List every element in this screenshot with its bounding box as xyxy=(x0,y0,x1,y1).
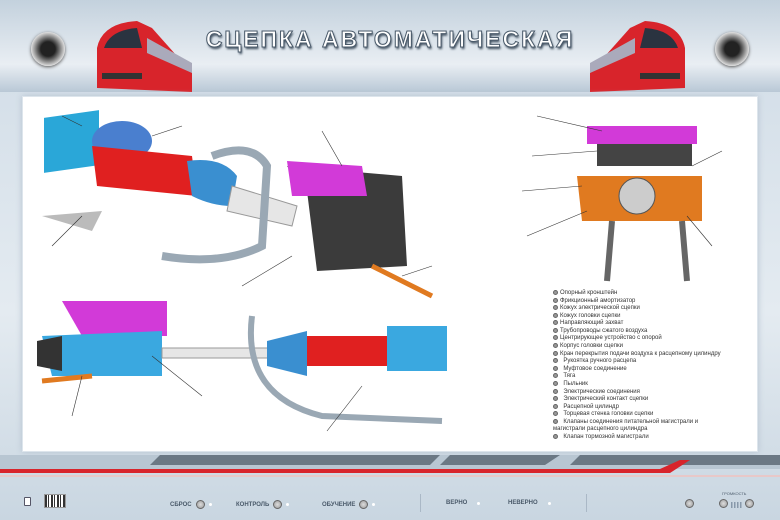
marker-icon xyxy=(553,297,558,303)
indicator-dot xyxy=(547,501,551,505)
volume-level-icon xyxy=(731,502,743,508)
indicator-dot xyxy=(372,503,376,506)
indicator-dot xyxy=(477,501,481,505)
marker-icon xyxy=(553,433,558,439)
divider xyxy=(586,494,587,512)
indicator-dot xyxy=(208,503,212,506)
marker-icon xyxy=(553,418,558,424)
marker-icon xyxy=(553,365,558,371)
speaker-icon-left[interactable] xyxy=(31,32,65,66)
speaker-icon-right[interactable] xyxy=(715,32,749,66)
parts-legend: Опорный кронштейн Фрикционный амортизато… xyxy=(553,290,753,441)
marker-icon xyxy=(553,327,558,333)
volume-up-button[interactable] xyxy=(745,499,754,508)
marker-icon xyxy=(553,350,558,356)
marker-icon xyxy=(553,388,558,394)
volume-down-button[interactable] xyxy=(719,499,728,508)
correct-indicator: ВЕРНО xyxy=(446,500,481,506)
marker-icon xyxy=(553,396,558,402)
power-button[interactable] xyxy=(685,499,694,508)
marker-icon xyxy=(553,290,558,295)
legend-item[interactable]: Клапаны соединения питательной магистрал… xyxy=(553,418,753,427)
coupler-illustrations xyxy=(37,110,723,432)
divider xyxy=(420,494,421,512)
legend-item[interactable]: Пыльник xyxy=(553,380,753,389)
legend-item[interactable]: Опорный кронштейн xyxy=(553,290,753,298)
volume-label: ГРОМКОСТЬ xyxy=(722,491,747,496)
legend-item[interactable]: Корпус головки сцепки xyxy=(553,343,753,351)
legend-item[interactable]: Трубопроводы сжатого воздуха xyxy=(553,327,753,336)
legend-item[interactable]: Муфтовое соединение xyxy=(553,365,753,374)
marker-icon xyxy=(553,305,558,311)
coupler-side-view xyxy=(37,301,447,424)
marker-icon xyxy=(553,343,558,349)
marker-icon xyxy=(553,411,558,417)
training-knob-icon xyxy=(359,500,369,509)
coupler-top-view xyxy=(42,110,434,299)
marker-icon xyxy=(553,373,558,379)
reset-button[interactable]: СБРОС xyxy=(170,500,212,509)
legend-item[interactable]: Клапан тормозной магистрали xyxy=(553,433,753,442)
reset-knob-icon xyxy=(195,500,205,509)
legend-item[interactable]: Расцепной цилиндр xyxy=(553,403,753,412)
barcode-icon xyxy=(44,494,66,508)
marker-icon xyxy=(553,403,558,409)
marker-icon xyxy=(553,335,558,341)
legend-item[interactable]: Тяга xyxy=(553,373,753,381)
legend-item-continued: магистрали расцепного цилиндра xyxy=(553,426,648,433)
incorrect-indicator: НЕВЕРНО xyxy=(508,500,551,506)
marker-icon xyxy=(553,312,558,318)
legend-item[interactable]: Кран перекрытия подачи воздуха к расцепн… xyxy=(553,350,753,359)
legend-item[interactable]: Центрирующее устройство с опорой xyxy=(553,335,753,343)
decorative-stripes xyxy=(0,455,780,477)
legend-item[interactable]: Направляющий захват xyxy=(553,320,753,328)
legend-item[interactable]: Электрические соединения xyxy=(553,388,753,397)
control-button[interactable]: КОНТРОЛЬ xyxy=(236,500,290,509)
legend-item[interactable]: Фрикционный амортизатор xyxy=(553,297,753,306)
coupler-front-view xyxy=(577,126,702,282)
legend-item[interactable]: Рукоятка ручного расцепа xyxy=(553,358,753,366)
legend-item[interactable]: Электрический контакт сцепки xyxy=(553,396,753,404)
marker-icon xyxy=(553,380,558,386)
lock-icon[interactable] xyxy=(24,497,31,506)
marker-icon xyxy=(553,320,558,326)
train-image-left xyxy=(97,21,192,92)
training-button[interactable]: ОБУЧЕНИЕ xyxy=(322,500,376,509)
indicator-dot xyxy=(286,503,290,506)
train-image-right xyxy=(590,21,685,92)
legend-item[interactable]: Кожух головки сцепки xyxy=(553,312,753,321)
marker-icon xyxy=(553,358,558,364)
page-title: СЦЕПКА АВТОМАТИЧЕСКАЯ xyxy=(205,26,575,53)
legend-item[interactable]: Кожух электрической сцепки xyxy=(553,305,753,313)
control-knob-icon xyxy=(273,500,283,509)
legend-item[interactable]: Торцевая стенка головки сцепки xyxy=(553,411,753,419)
leader-lines xyxy=(51,115,723,432)
